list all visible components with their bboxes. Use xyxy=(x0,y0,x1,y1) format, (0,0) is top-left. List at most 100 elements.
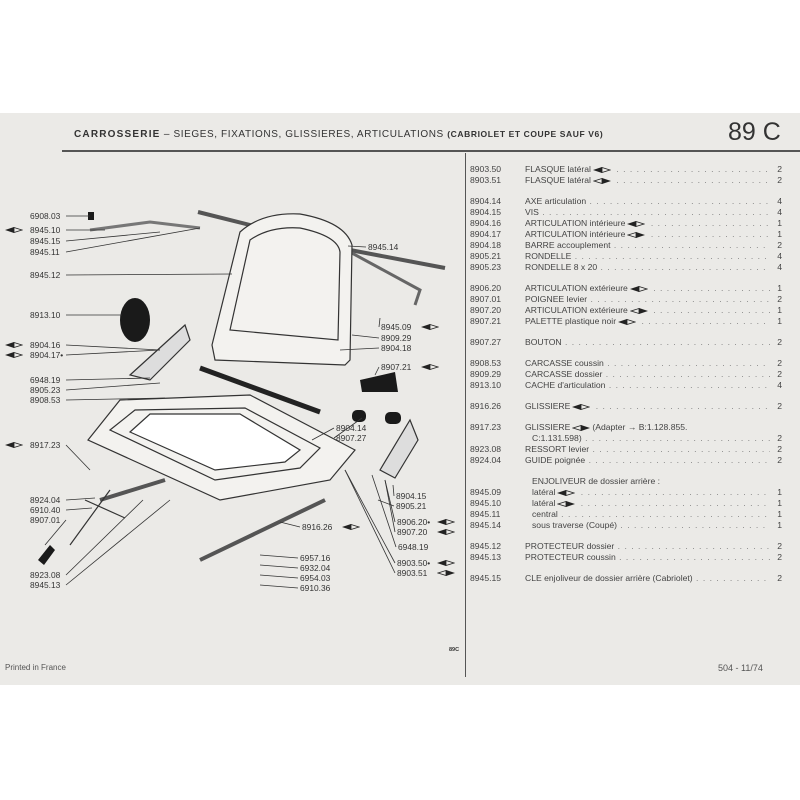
part-desc-text: GLISSIERE xyxy=(525,401,571,411)
part-desc: BOUTON xyxy=(525,337,770,348)
part-desc: RONDELLE xyxy=(525,251,770,262)
part-ref: 8945.15 xyxy=(470,573,502,583)
part-desc: ARTICULATION extérieure xyxy=(525,305,770,316)
part-desc: GLISSIERE(Adapter → B:1.128.855. xyxy=(525,422,770,433)
callout-label: 8945.14 xyxy=(368,242,399,252)
part-ref: 8904.14 xyxy=(470,196,502,206)
group-gap xyxy=(470,327,782,337)
callout-label: 8905.21 xyxy=(396,501,427,511)
footer-edition: 504 - 11/74 xyxy=(718,663,763,673)
leader-line xyxy=(259,554,299,559)
part-qty: 4 xyxy=(777,262,782,272)
part-desc: FLASQUE latéral xyxy=(525,164,770,175)
part-desc: ENJOLIVEUR de dossier arrière : xyxy=(532,476,770,487)
part-desc: CARCASSE coussin xyxy=(525,358,770,369)
part-ref: 8923.08 xyxy=(470,444,502,454)
left-hand-arrow-icon xyxy=(5,342,23,348)
part-desc-text: CACHE d'articulation xyxy=(525,380,606,390)
part-desc: RONDELLE 8 x 20 xyxy=(525,262,770,273)
callout-label: 8945.11 xyxy=(30,247,60,257)
part-desc: CACHE d'articulation xyxy=(525,380,770,391)
left-hand-arrow-icon xyxy=(629,285,648,292)
part-qty: 2 xyxy=(777,444,782,454)
part-row: 8945.09latéral1 xyxy=(470,487,782,498)
part-qty: 1 xyxy=(777,316,782,326)
leader-line xyxy=(65,382,161,391)
part-qty: 2 xyxy=(777,401,782,411)
part-qty: 1 xyxy=(777,305,782,315)
part-desc-text: GUIDE poignée xyxy=(525,455,586,465)
part-desc-text: latéral xyxy=(532,498,556,508)
part-desc: ARTICULATION intérieure xyxy=(525,218,770,229)
leader-line xyxy=(371,474,397,548)
leader-line xyxy=(259,584,299,589)
right-hand-arrow-icon xyxy=(557,500,576,507)
part-ref: 8907.27 xyxy=(470,337,502,347)
part-row: C:1.131.598)2 xyxy=(470,433,782,444)
part-ref: 8903.51 xyxy=(470,175,502,185)
seat-exploded-diagram xyxy=(38,210,446,589)
leader-line xyxy=(259,574,299,579)
left-hand-arrow-icon xyxy=(421,324,439,330)
leader-line xyxy=(374,366,380,376)
part-qty: 2 xyxy=(777,337,782,347)
leader-line xyxy=(259,564,299,569)
part-ref: 8904.17 xyxy=(470,229,502,239)
callout-label: 8923.08 xyxy=(30,570,61,580)
part-qty: 2 xyxy=(777,164,782,174)
part-desc-text: POIGNEE levier xyxy=(525,294,588,304)
part-desc-text: FLASQUE latéral xyxy=(525,175,591,185)
part-desc-text: sous traverse (Coupé) xyxy=(532,520,618,530)
callout-label: 8905.23 xyxy=(30,385,61,395)
leader-line xyxy=(347,245,367,248)
part-ref: 8903.50 xyxy=(470,164,502,174)
part-row: 8945.15 CLE enjoliveur de dossier arrière… xyxy=(470,573,782,584)
part-desc-text: C:1.131.598) xyxy=(532,433,582,443)
callout-label: 8904.17• xyxy=(30,350,64,360)
part-desc: CARCASSE dossier xyxy=(525,369,770,380)
part-ref: 8945.11 xyxy=(470,509,501,519)
part-desc-text: AXE articulation xyxy=(525,196,587,206)
part-desc-text: FLASQUE latéral xyxy=(525,164,591,174)
group-gap xyxy=(470,273,782,283)
callout-label: 8904.18 xyxy=(381,343,412,353)
part-desc: GUIDE poignée xyxy=(525,455,770,466)
part-desc: C:1.131.598) xyxy=(532,433,770,444)
callout-label: 6957.16 xyxy=(300,553,331,563)
part-ref: 8945.14 xyxy=(470,520,502,530)
callout-label: 8904.16 xyxy=(30,340,61,350)
callout-label: 8945.13 xyxy=(30,580,61,590)
group-gap xyxy=(470,391,782,401)
left-hand-arrow-icon xyxy=(437,529,455,535)
part-desc: PALETTE plastique noir xyxy=(525,316,770,327)
page-number: 89 C xyxy=(728,118,781,146)
callout-label: 8907.20 xyxy=(397,527,428,537)
part-desc-text: latéral xyxy=(532,487,556,497)
part-qty: 4 xyxy=(777,380,782,390)
leader-line xyxy=(65,499,144,576)
callout-label: 6932.04 xyxy=(300,563,331,573)
part-qty: 2 xyxy=(777,175,782,185)
leader-line xyxy=(65,231,161,242)
group-gap xyxy=(470,348,782,358)
part-ref: 8906.20 xyxy=(470,283,502,293)
part-desc-text: CLE enjoliveur de dossier arrière (Cabri… xyxy=(525,573,693,583)
part-qty: 4 xyxy=(777,207,782,217)
part-row: 8905.21RONDELLE4 xyxy=(470,251,782,262)
callout-label: 8906.20• xyxy=(397,517,431,527)
part-row: 8945.11central1 xyxy=(470,509,782,520)
part-desc-text: BARRE accouplement xyxy=(525,240,611,250)
part-row: 8903.51 FLASQUE latéral 2 xyxy=(470,175,782,186)
left-hand-arrow-icon xyxy=(342,524,360,530)
part-desc: AXE articulation xyxy=(525,196,770,207)
left-hand-arrow-icon xyxy=(572,403,591,410)
part-desc: PROTECTEUR coussin xyxy=(525,552,770,563)
